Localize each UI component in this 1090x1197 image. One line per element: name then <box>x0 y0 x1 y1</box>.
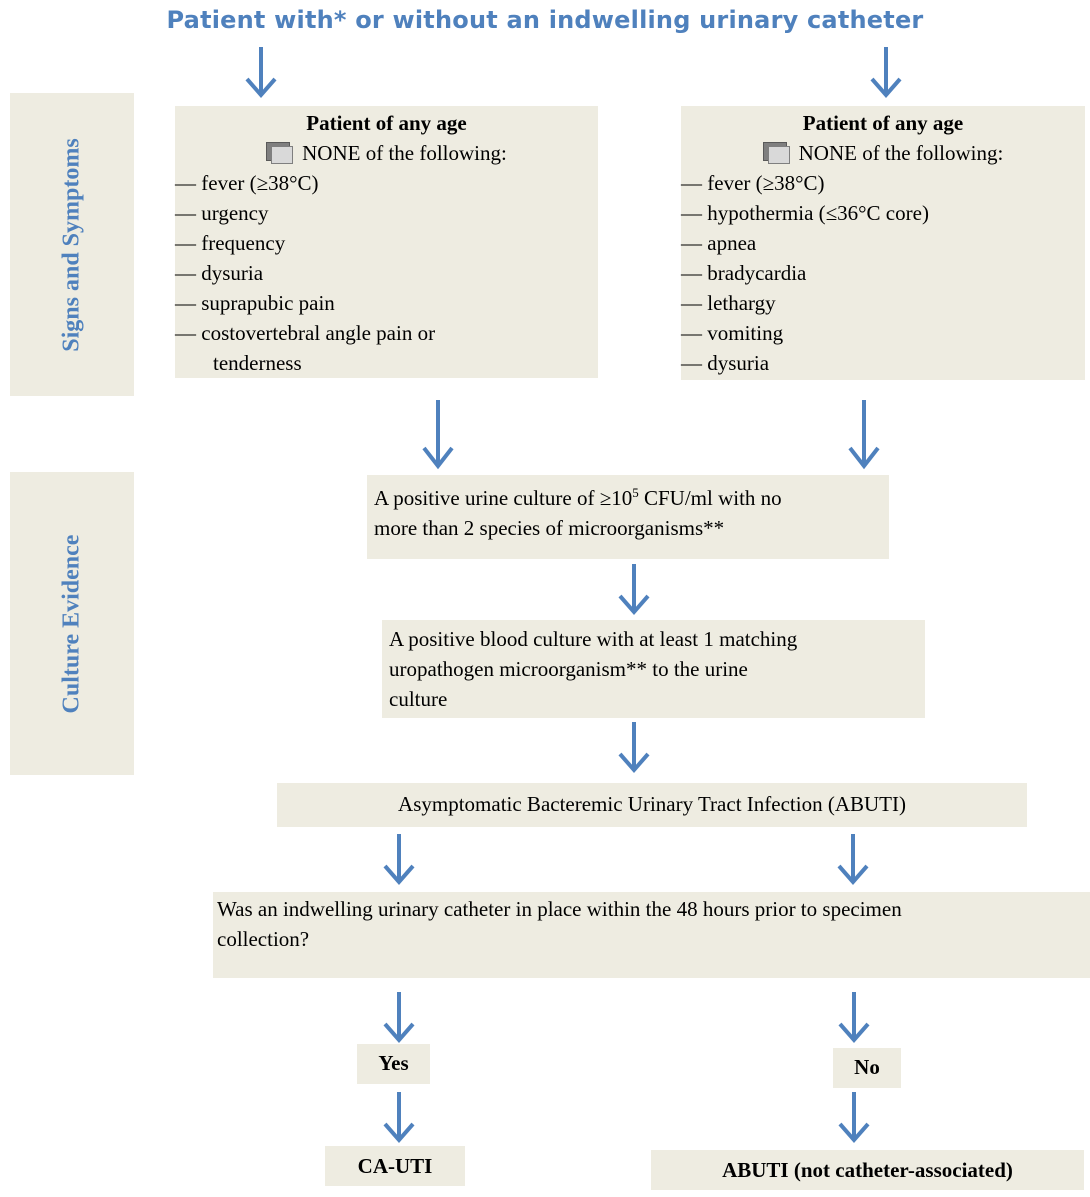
list-item: — urgency <box>175 201 269 225</box>
checkbox-icon <box>266 142 294 164</box>
list-item: — fever (≥38°C) <box>175 171 319 195</box>
flowchart-header: Patient with* or without an indwelling u… <box>166 6 924 34</box>
arrow-down-icon <box>383 1092 415 1144</box>
abuti-box: Asymptomatic Bacteremic Urinary Tract In… <box>277 783 1027 827</box>
urine-culture-line2: more than 2 species of microorganisms** <box>374 516 725 540</box>
box-title: Patient of any age <box>802 111 964 135</box>
side-label-signs-symptoms: Signs and Symptoms <box>58 137 85 352</box>
urine-culture-box: A positive urine culture of ≥105 CFU/ml … <box>367 475 889 559</box>
arrow-down-icon <box>838 992 870 1044</box>
list-item: — lethargy <box>681 291 776 315</box>
arrow-down-icon <box>870 47 902 99</box>
yes-box: Yes <box>357 1044 430 1084</box>
list-item: — fever (≥38°C) <box>681 171 825 195</box>
list-item: — suprapubic pain <box>175 291 335 315</box>
abuti-not-catheter-result-box: ABUTI (not catheter-associated) <box>651 1150 1084 1190</box>
ca-uti-label: CA-UTI <box>357 1154 433 1178</box>
blood-culture-line2: uropathogen microorganism** to the urine <box>389 657 748 681</box>
question-line2: collection? <box>217 927 310 951</box>
catheter-question-box: Was an indwelling urinary catheter in pl… <box>213 892 1090 978</box>
yes-label: Yes <box>378 1051 409 1075</box>
list-item: — bradycardia <box>681 261 807 285</box>
side-panel-signs-symptoms: Signs and Symptoms <box>10 93 134 396</box>
arrow-down-icon <box>838 1092 870 1144</box>
blood-culture-box: A positive blood culture with at least 1… <box>382 620 925 718</box>
arrow-down-icon <box>383 834 415 886</box>
none-of-following-line: NONE of the following: <box>681 138 1085 168</box>
question-line1: Was an indwelling urinary catheter in pl… <box>217 897 902 921</box>
no-box: No <box>833 1048 901 1088</box>
urine-culture-line1: A positive urine culture of ≥105 CFU/ml … <box>374 485 782 510</box>
list-item: — costovertebral angle pain or <box>175 321 436 345</box>
list-item: — dysuria <box>175 261 264 285</box>
symptom-list: — fever (≥38°C) — hypothermia (≤36°C cor… <box>681 168 1085 378</box>
symptom-list: — fever (≥38°C) — urgency — frequency — … <box>175 168 598 378</box>
none-of-following-label: NONE of the following: <box>302 141 507 165</box>
symptoms-box-right: Patient of any age NONE of the following… <box>681 106 1085 380</box>
arrow-down-icon <box>383 992 415 1044</box>
arrow-down-icon <box>618 564 650 616</box>
symptoms-box-left: Patient of any age NONE of the following… <box>175 106 598 378</box>
abuti-box-label: Asymptomatic Bacteremic Urinary Tract In… <box>398 792 906 816</box>
list-item: — vomiting <box>681 321 784 345</box>
arrow-down-icon <box>618 722 650 774</box>
list-item: — frequency <box>175 231 286 255</box>
list-item: — apnea <box>681 231 757 255</box>
list-item: tenderness <box>213 351 302 375</box>
abuti-not-catheter-label: ABUTI (not catheter-associated) <box>722 1158 1013 1182</box>
list-item: — dysuria <box>681 351 770 375</box>
blood-culture-line3: culture <box>389 687 448 711</box>
blood-culture-line1: A positive blood culture with at least 1… <box>389 627 798 651</box>
arrow-down-icon <box>837 834 869 886</box>
no-label: No <box>854 1055 880 1079</box>
list-item: — hypothermia (≤36°C core) <box>681 201 929 225</box>
arrow-down-icon <box>422 400 454 470</box>
none-of-following-line: NONE of the following: <box>175 138 598 168</box>
side-label-culture-evidence: Culture Evidence <box>58 534 85 713</box>
checkbox-icon <box>762 142 791 164</box>
ca-uti-result-box: CA-UTI <box>325 1146 465 1186</box>
arrow-down-icon <box>848 400 880 470</box>
side-panel-culture-evidence: Culture Evidence <box>10 472 134 775</box>
arrow-down-icon <box>245 47 277 99</box>
none-of-following-label: NONE of the following: <box>798 141 1004 165</box>
box-title: Patient of any age <box>306 111 467 135</box>
